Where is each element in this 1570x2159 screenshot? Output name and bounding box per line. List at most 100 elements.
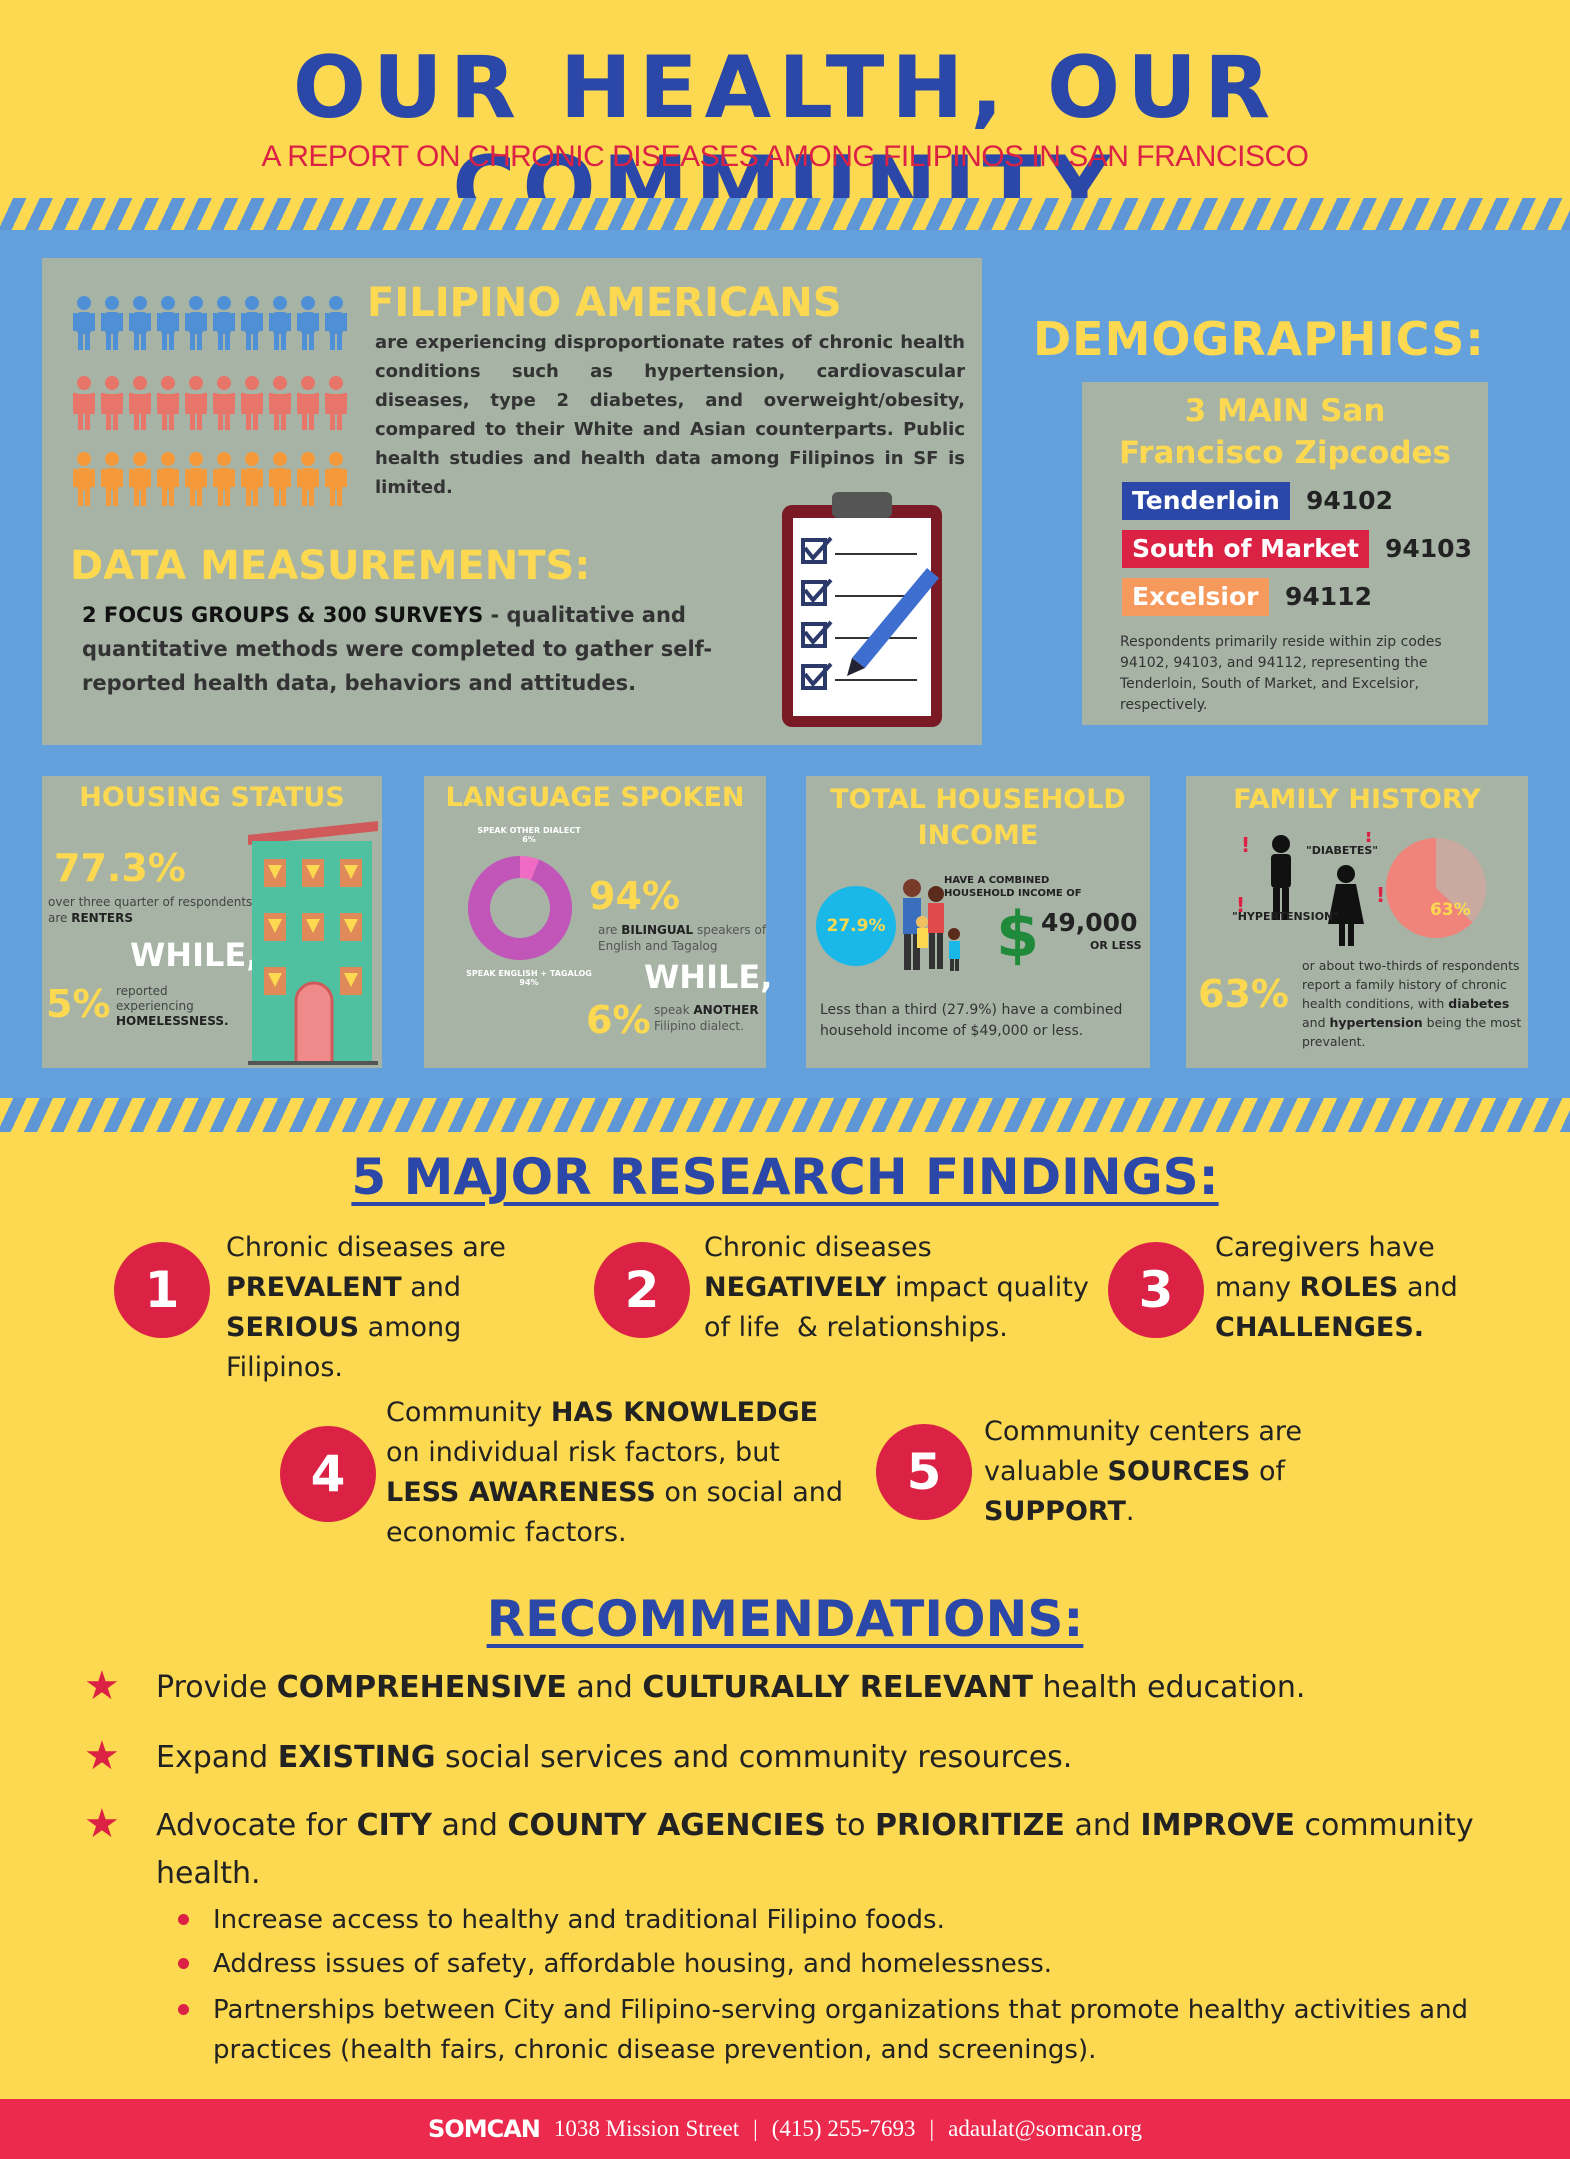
person-icon bbox=[100, 294, 124, 350]
sub-recommendation-2: Address issues of safety, affordable hou… bbox=[213, 1949, 1053, 1979]
language-text1: are BILINGUAL speakers of English and Ta… bbox=[598, 923, 767, 953]
data-measurements-text: 2 FOCUS GROUPS & 300 SURVEYS - qualitati… bbox=[82, 598, 742, 700]
family-diabetes-label: "DIABETES" bbox=[1306, 844, 1379, 857]
stripe-divider-top bbox=[0, 198, 1570, 232]
person-icon bbox=[72, 294, 96, 350]
housing-while: WHILE, bbox=[130, 936, 259, 974]
family-pie-slice bbox=[1386, 838, 1473, 938]
bullet-dot bbox=[178, 2004, 189, 2015]
income-pct-circle: 27.9% bbox=[816, 886, 896, 966]
svg-text:!: ! bbox=[1376, 883, 1385, 907]
somcan-logo: SOMCAN bbox=[428, 2115, 541, 2143]
zip-code: 94112 bbox=[1285, 582, 1372, 611]
person-icon bbox=[184, 374, 208, 430]
person-icon bbox=[156, 374, 180, 430]
income-label: HAVE A COMBINED HOUSEHOLD INCOME OF bbox=[944, 875, 1082, 899]
finding-1-text: Chronic diseases are PREVALENT and SERIO… bbox=[226, 1232, 506, 1383]
svg-text:!: ! bbox=[1364, 832, 1373, 847]
svg-text:!: ! bbox=[1241, 833, 1250, 857]
zip-code: 94103 bbox=[1385, 534, 1472, 563]
zip-code: 94102 bbox=[1306, 486, 1393, 515]
language-pct2: 6% bbox=[586, 998, 651, 1042]
housing-pct1: 77.3% bbox=[54, 846, 186, 890]
finding-4-number: 4 bbox=[280, 1426, 376, 1522]
person-icon bbox=[240, 450, 264, 506]
language-while: WHILE, bbox=[644, 958, 773, 996]
dollar-icon: $ bbox=[996, 898, 1040, 971]
person-icon bbox=[324, 294, 348, 350]
data-measurements-heading: DATA MEASUREMENTS: bbox=[70, 543, 591, 589]
income-heading: TOTAL HOUSEHOLD INCOME bbox=[830, 784, 1126, 851]
filipino-panel: FILIPINO AMERICANS are experiencing disp… bbox=[42, 258, 982, 745]
person-icon bbox=[296, 294, 320, 350]
housing-pct2: 5% bbox=[46, 982, 111, 1026]
person-icon bbox=[212, 294, 236, 350]
sub-recommendation-1: Increase access to healthy and tradition… bbox=[213, 1905, 945, 1935]
star-icon: ★ bbox=[84, 1664, 120, 1708]
stripe-divider-bottom bbox=[0, 1098, 1570, 1132]
person-icon bbox=[128, 294, 152, 350]
family-pie-label: 63% bbox=[1430, 900, 1471, 920]
building-icon bbox=[248, 821, 378, 1065]
footer-email[interactable]: adaulat@somcan.org bbox=[948, 2116, 1142, 2141]
housing-panel: HOUSING STATUS 77.3% over three quarter … bbox=[42, 776, 382, 1068]
person-icon bbox=[296, 374, 320, 430]
zip-tag: Tenderloin bbox=[1122, 482, 1290, 520]
page-title: OUR HEALTH, OUR COMMUNITY bbox=[292, 38, 1278, 238]
person-icon bbox=[268, 374, 292, 430]
recommendation-2: Expand EXISTING social services and comm… bbox=[156, 1740, 1073, 1775]
language-donut-slice bbox=[468, 856, 572, 960]
demographics-subheading: 3 MAIN San Francisco Zipcodes bbox=[1118, 393, 1452, 471]
people-row-blue bbox=[72, 294, 348, 350]
page-subtitle: A REPORT ON CHRONIC DISEASES AMONG FILIP… bbox=[261, 140, 1309, 173]
footer-address: 1038 Mission Street bbox=[553, 2116, 740, 2141]
language-donut-slice bbox=[520, 856, 540, 881]
language-text2: speak ANOTHER Filipino dialect. bbox=[654, 1003, 759, 1033]
language-heading: LANGUAGE SPOKEN bbox=[445, 782, 745, 813]
footer-separator: | bbox=[753, 2116, 758, 2141]
finding-3-text: Caregivers have many ROLES and CHALLENGE… bbox=[1215, 1232, 1458, 1343]
language-pct1: 94% bbox=[589, 874, 680, 918]
people-row-red bbox=[72, 374, 348, 430]
housing-text2: reported experiencing HOMELESSNESS. bbox=[116, 984, 229, 1028]
family-icon bbox=[903, 879, 960, 971]
people-row-orange bbox=[72, 450, 348, 506]
family-pie-chart bbox=[1386, 838, 1486, 938]
person-icon bbox=[72, 450, 96, 506]
svg-text:!: ! bbox=[1236, 893, 1245, 917]
star-icon: ★ bbox=[84, 1734, 120, 1778]
recommendation-3: Advocate for CITY and COUNTY AGENCIES to… bbox=[156, 1808, 1474, 1891]
housing-text1: over three quarter of respondents are RE… bbox=[48, 895, 253, 925]
demographics-note: Respondents primarily reside within zip … bbox=[1120, 634, 1442, 713]
findings-title: 5 MAJOR RESEARCH FINDINGS: bbox=[351, 1148, 1219, 1206]
filipino-heading: FILIPINO AMERICANS bbox=[367, 280, 842, 326]
family-pie-slice bbox=[1436, 838, 1486, 923]
person-icon bbox=[324, 450, 348, 506]
person-icon bbox=[156, 450, 180, 506]
housing-heading: HOUSING STATUS bbox=[79, 782, 345, 813]
income-panel: TOTAL HOUSEHOLD INCOME 27.9% HAVE A COMB… bbox=[806, 776, 1150, 1068]
sub-recommendation-3: Partnerships between City and Filipino-s… bbox=[213, 1995, 1469, 2065]
finding-5-number: 5 bbox=[876, 1424, 972, 1520]
data-measurements-body: - qualitative and quantitative methods w… bbox=[82, 603, 713, 695]
person-icon bbox=[128, 450, 152, 506]
family-big-pct: 63% bbox=[1198, 972, 1289, 1016]
person-icon bbox=[100, 374, 124, 430]
zip-tag: South of Market bbox=[1122, 530, 1370, 568]
person-icon bbox=[240, 294, 264, 350]
finding-2-number: 2 bbox=[594, 1242, 690, 1338]
footer: SOMCAN 1038 Mission Street | (415) 255-7… bbox=[0, 2099, 1570, 2159]
family-people-icon: !!!! bbox=[1236, 832, 1385, 946]
finding-3-number: 3 bbox=[1108, 1242, 1204, 1338]
person-icon bbox=[324, 374, 348, 430]
filipino-text: are experiencing disproportionate rates … bbox=[375, 332, 965, 498]
finding-1-number: 1 bbox=[114, 1242, 210, 1338]
finding-5-text: Community centers are valuable SOURCES o… bbox=[984, 1416, 1303, 1527]
person-icon bbox=[212, 450, 236, 506]
family-text: or about two-thirds of respondents repor… bbox=[1302, 958, 1522, 1049]
recommendations-title: RECOMMENDATIONS: bbox=[486, 1590, 1084, 1648]
bullet-dot bbox=[178, 1914, 189, 1925]
finding-2-text: Chronic diseases NEGATIVELY impact quali… bbox=[704, 1232, 1089, 1343]
